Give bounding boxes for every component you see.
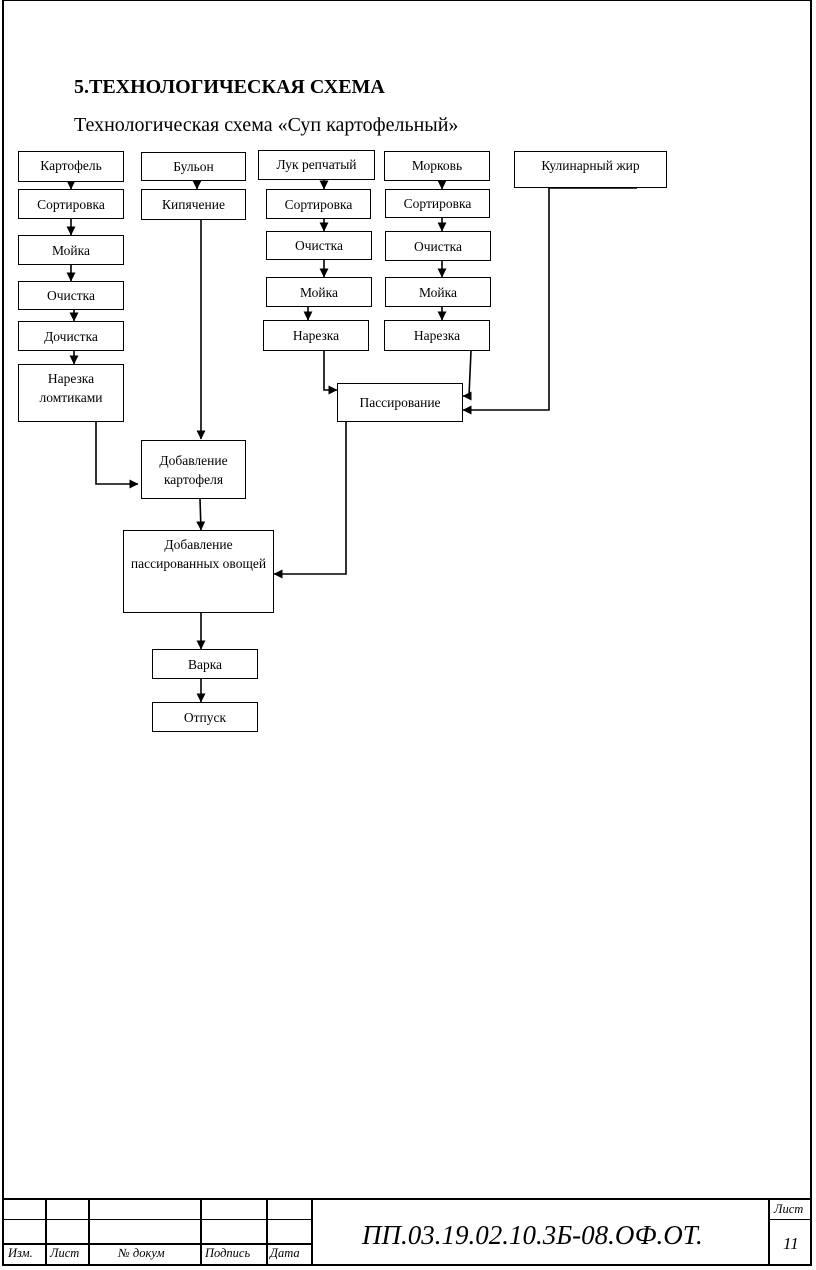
node-carrot-clean: Очистка bbox=[385, 231, 491, 261]
tb-col-sign: Подпись bbox=[205, 1246, 251, 1260]
node-onion-sort: Сортировка bbox=[266, 189, 371, 219]
node-cook: Варка bbox=[152, 649, 258, 679]
node-add-potato: Добавление картофеля bbox=[141, 440, 246, 499]
diagram-title: Технологическая схема «Суп картофельный» bbox=[74, 114, 459, 136]
edge-cut-add-potato bbox=[95, 422, 139, 489]
node-potato-cut: Нарезка ломтиками bbox=[18, 364, 124, 422]
tb-col-change: Изм. bbox=[8, 1246, 33, 1260]
page-heading: 5.ТЕХНОЛОГИЧЕСКАЯ СХЕМА bbox=[74, 76, 385, 98]
edge-onion-saute bbox=[323, 351, 338, 395]
node-onion: Лук репчатый bbox=[258, 150, 375, 180]
tb-line bbox=[266, 1198, 268, 1266]
tb-line bbox=[2, 1243, 312, 1245]
node-broth: Бульон bbox=[141, 152, 246, 181]
tb-line bbox=[768, 1219, 812, 1220]
node-boil: Кипячение bbox=[141, 189, 246, 220]
node-potato-finish: Дочистка bbox=[18, 321, 124, 351]
node-carrot: Морковь bbox=[384, 151, 490, 181]
tb-line bbox=[2, 1219, 312, 1220]
node-onion-cut: Нарезка bbox=[263, 320, 369, 351]
node-add-veg: Добавление пассированных овощей bbox=[123, 530, 274, 613]
edge-fat-saute bbox=[462, 188, 550, 415]
node-carrot-wash: Мойка bbox=[385, 277, 491, 307]
node-fat: Кулинарный жир bbox=[514, 151, 667, 188]
node-carrot-sort: Сортировка bbox=[385, 189, 490, 218]
node-potato-wash: Мойка bbox=[18, 235, 124, 265]
tb-line bbox=[88, 1198, 90, 1266]
tb-col-date: Дата bbox=[270, 1246, 300, 1260]
node-onion-clean: Очистка bbox=[266, 231, 372, 260]
node-potato-sort: Сортировка bbox=[18, 189, 124, 219]
edge-carrot-saute bbox=[462, 350, 472, 401]
edge-add-potato-add-veg bbox=[196, 498, 206, 531]
sheet-number: 11 bbox=[783, 1234, 799, 1253]
node-potato-clean: Очистка bbox=[18, 281, 124, 310]
edge-saute-add-veg bbox=[273, 422, 347, 579]
diagram-edges bbox=[66, 180, 637, 703]
node-carrot-cut: Нарезка bbox=[384, 320, 490, 351]
tb-col-doc: № докум bbox=[118, 1246, 165, 1260]
tb-col-sheet: Лист bbox=[50, 1246, 80, 1260]
node-serve: Отпуск bbox=[152, 702, 258, 732]
title-block bbox=[2, 1198, 812, 1266]
document-code: ПП.03.19.02.10.3Б-08.ОФ.ОТ. bbox=[362, 1220, 703, 1250]
tb-sheet-label: Лист bbox=[774, 1202, 804, 1216]
tb-line bbox=[45, 1198, 47, 1266]
tb-line bbox=[200, 1198, 202, 1266]
node-onion-wash: Мойка bbox=[266, 277, 372, 307]
node-saute: Пассирование bbox=[337, 383, 463, 422]
tb-line bbox=[768, 1198, 770, 1266]
tb-line bbox=[311, 1198, 313, 1266]
node-potato: Картофель bbox=[18, 151, 124, 182]
